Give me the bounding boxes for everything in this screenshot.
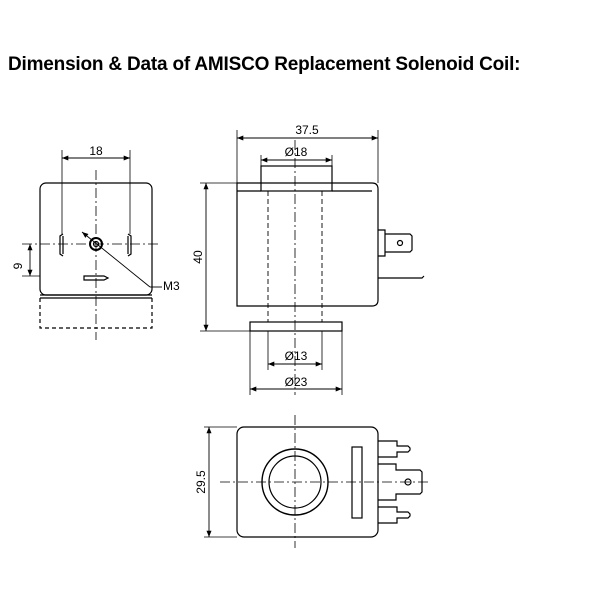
screw-circle xyxy=(89,237,103,251)
side-ground-pin xyxy=(378,275,425,279)
dim-label-m3: M3 xyxy=(163,279,180,293)
dim-label-40: 40 xyxy=(191,250,205,264)
screw-inner-circle xyxy=(92,240,100,248)
bottom-terminal-bottom xyxy=(378,506,411,524)
dim-label-37-5: 37.5 xyxy=(295,123,319,137)
bottom-terminal-top xyxy=(378,440,411,458)
side-view-body xyxy=(236,182,379,307)
dim-label-9: 9 xyxy=(11,262,25,269)
bottom-view xyxy=(204,415,428,548)
side-top-boss xyxy=(260,165,333,192)
dim-label-29-5: 29.5 xyxy=(194,470,208,494)
left-terminal-slot xyxy=(59,233,64,257)
bottom-terminal-slot xyxy=(351,446,363,519)
side-terminal-box xyxy=(378,229,386,257)
bottom-terminal-middle xyxy=(378,463,423,501)
dim-label-d18: Ø18 xyxy=(285,145,308,159)
dim-label-d13: Ø13 xyxy=(285,349,308,363)
dim-label-d23: Ø23 xyxy=(285,375,308,389)
side-terminal-blade xyxy=(385,233,413,253)
page-title: Dimension & Data of AMISCO Replacement S… xyxy=(8,54,521,75)
right-terminal-slot xyxy=(127,233,132,257)
side-bottom-flange xyxy=(249,321,343,332)
dim-label-18: 18 xyxy=(89,144,103,158)
front-view xyxy=(22,150,162,340)
m3-leader xyxy=(81,231,151,288)
side-view xyxy=(200,130,425,395)
ground-terminal xyxy=(83,275,110,281)
